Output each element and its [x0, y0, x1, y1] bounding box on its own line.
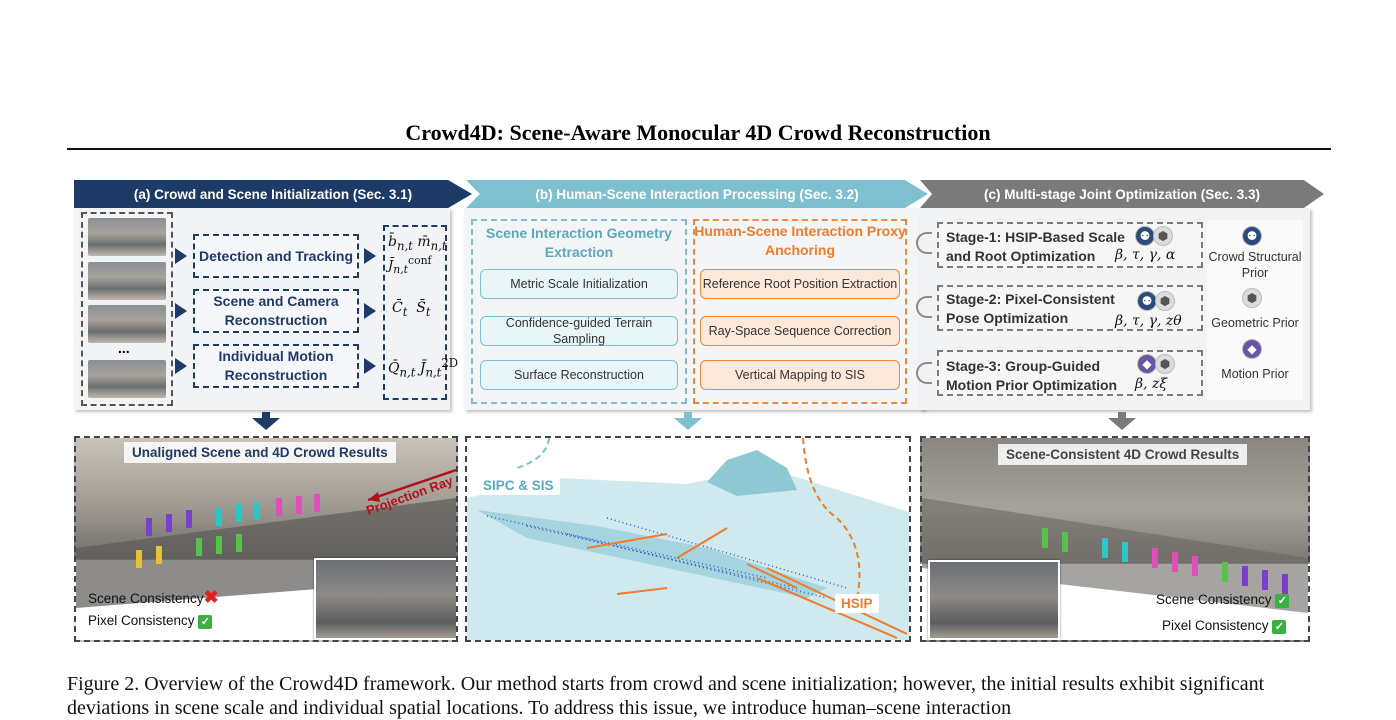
- stage-vars: β, zξ: [1135, 376, 1168, 392]
- figure-title: Crowd4D: Scene-Aware Monocular 4D Crowd …: [405, 120, 991, 145]
- cross-icon: ✖: [203, 587, 219, 607]
- stage-vars: β, τ, γ, α: [1115, 247, 1176, 263]
- video-frame: [88, 218, 166, 256]
- module-detection: Detection and Tracking: [193, 234, 359, 278]
- figure-caption: Figure 2. Overview of the Crowd4D framew…: [67, 673, 1265, 719]
- video-frame: [88, 262, 166, 300]
- frames-ellipsis: ...: [118, 340, 130, 356]
- module-motion: Individual Motion Reconstruction: [193, 344, 359, 388]
- step-terrain-sampling: Confidence-guided Terrain Sampling: [480, 316, 678, 346]
- module-scene-camera: Scene and Camera Reconstruction: [193, 289, 359, 333]
- result-unaligned: Unaligned Scene and 4D Crowd Results Pro…: [74, 436, 458, 642]
- video-frame: [88, 360, 166, 398]
- title-rule: [67, 148, 1331, 150]
- variable-box: [383, 225, 447, 400]
- stage-1: Stage-1: HSIP-Based Scale and Root Optim…: [937, 222, 1203, 268]
- video-frames: [81, 212, 173, 406]
- scene-consistency-label: Scene Consistency ✓: [1156, 592, 1290, 608]
- loop-icon: [916, 362, 932, 384]
- var-b-m: b̄n,t m̄n,t: [388, 234, 447, 253]
- header-a: (a) Crowd and Scene Initialization (Sec.…: [74, 180, 472, 208]
- arrow-right-icon: [175, 303, 187, 319]
- stage-title: Stage-3: Group-Guided Motion Prior Optim…: [946, 358, 1118, 393]
- proxy-anchoring-box: [693, 219, 907, 404]
- var-j-conf: J̄n,tconf: [388, 254, 432, 276]
- loop-icon: [916, 232, 932, 254]
- stage-3: Stage-3: Group-Guided Motion Prior Optim…: [937, 350, 1203, 396]
- crowd-prior-icon: ⚉: [1242, 226, 1262, 246]
- pixel-consistency-label: Pixel Consistency ✓: [1162, 618, 1287, 634]
- scene-consistency-label: Scene Consistency✖: [88, 587, 219, 607]
- motion-prior-icon: ◆: [1137, 354, 1157, 374]
- arrow-right-icon: [175, 358, 187, 374]
- sipc-sis-label: SIPC & SIS: [477, 476, 560, 495]
- step-vertical-mapping: Vertical Mapping to SIS: [700, 360, 900, 390]
- consistent-label: Scene-Consistent 4D Crowd Results: [998, 444, 1248, 465]
- check-icon: ✓: [1272, 620, 1287, 634]
- stage-title: Stage-2: Pixel-Consistent Pose Optimizat…: [946, 291, 1115, 326]
- prior-crowd-label: Crowd Structural Prior: [1208, 250, 1302, 280]
- arrow-right-icon: [175, 248, 187, 264]
- down-arrow-stem: [262, 412, 270, 418]
- crowd-prior-icon: ⚉: [1137, 291, 1157, 311]
- arrow-right-icon: [364, 248, 376, 264]
- down-arrow-icon: [1108, 418, 1136, 430]
- stage-2: Stage-2: Pixel-Consistent Pose Optimizat…: [937, 285, 1203, 331]
- result-interaction: SIPC & SIS HSIP: [465, 436, 911, 642]
- check-icon: ✓: [198, 615, 213, 629]
- stage-vars: β, τ, γ, zθ: [1115, 313, 1182, 329]
- geometry-extraction-box: [471, 219, 687, 404]
- crowd-prior-icon: ⚉: [1135, 226, 1155, 246]
- loop-icon: [916, 296, 932, 318]
- geometric-prior-icon: ⬢: [1153, 226, 1173, 246]
- motion-prior-icon: ◆: [1242, 339, 1262, 359]
- var-q-j2d: Q̄n,t J̄n,t2D: [388, 356, 459, 380]
- var-c-s: C̄t S̄t: [392, 300, 431, 319]
- point-cloud-illustration: [467, 438, 909, 640]
- geometric-prior-icon: ⬢: [1242, 288, 1262, 308]
- down-arrow-icon: [674, 418, 702, 430]
- hsip-label: HSIP: [835, 594, 879, 613]
- unaligned-label: Unaligned Scene and 4D Crowd Results: [124, 442, 396, 463]
- step-root-extraction: Reference Root Position Extraction: [700, 269, 900, 299]
- inset-frame: [928, 560, 1060, 640]
- arrow-right-icon: [364, 358, 376, 374]
- step-ray-correction: Ray-Space Sequence Correction: [700, 316, 900, 346]
- down-arrow-icon: [252, 418, 280, 430]
- prior-geometric-label: Geometric Prior: [1211, 316, 1299, 330]
- video-frame: [88, 305, 166, 343]
- header-b: (b) Human-Scene Interaction Processing (…: [466, 180, 928, 208]
- prior-legend: [1207, 220, 1303, 400]
- down-arrow-stem: [684, 412, 692, 418]
- crowd-illustration: [922, 498, 1308, 613]
- geometry-title: Scene Interaction Geometry Extraction: [486, 225, 672, 260]
- pixel-consistency-label: Pixel Consistency ✓: [88, 613, 213, 629]
- header-c: (c) Multi-stage Joint Optimization (Sec.…: [920, 180, 1324, 208]
- prior-motion-label: Motion Prior: [1221, 367, 1289, 381]
- down-arrow-stem: [1118, 412, 1126, 418]
- step-surface-reconstruction: Surface Reconstruction: [480, 360, 678, 390]
- proxy-title: Human-Scene Interaction Proxy Anchoring: [694, 223, 906, 258]
- geometric-prior-icon: ⬢: [1155, 291, 1175, 311]
- arrow-right-icon: [364, 303, 376, 319]
- geometric-prior-icon: ⬢: [1155, 354, 1175, 374]
- check-icon: ✓: [1275, 594, 1290, 608]
- inset-frame: [314, 558, 456, 640]
- step-metric-scale: Metric Scale Initialization: [480, 269, 678, 299]
- result-consistent: Scene-Consistent 4D Crowd Results Scene …: [920, 436, 1310, 642]
- stage-title: Stage-1: HSIP-Based Scale and Root Optim…: [946, 229, 1125, 264]
